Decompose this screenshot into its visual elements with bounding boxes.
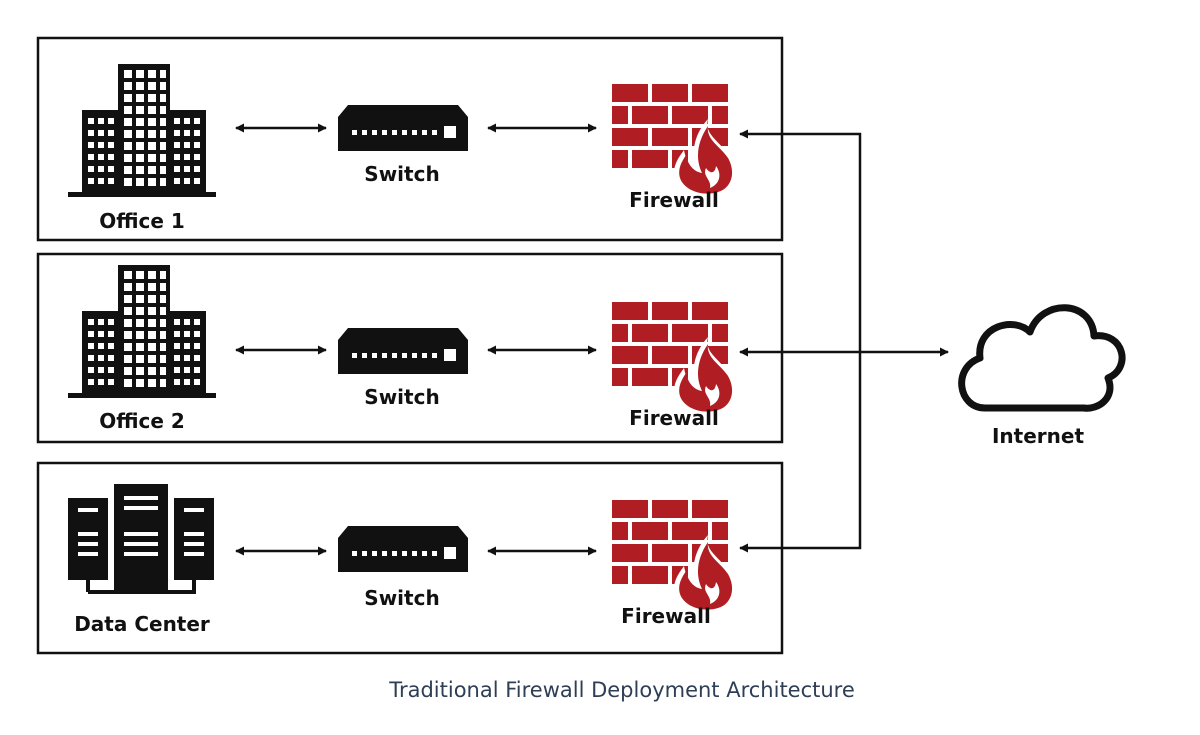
firewall-icon (612, 500, 736, 616)
link-firewall-3-to-internet (739, 352, 862, 553)
site-label-data-center: Data Center (74, 612, 210, 636)
firewall-label: Firewall (629, 188, 719, 212)
firewall-label: Firewall (629, 406, 719, 430)
site-box-data-center (36, 461, 784, 655)
site-label-office-2: Office 2 (99, 409, 185, 433)
switch-label: Switch (364, 162, 440, 186)
office-building-icon (68, 265, 216, 398)
internet-label: Internet (991, 424, 1085, 448)
switch-label: Switch (364, 586, 440, 610)
firewall-icon (612, 302, 736, 418)
server-rack-icon (68, 484, 214, 594)
switch-label: Switch (364, 385, 440, 409)
firewall-icon (612, 84, 736, 200)
switch-icon (338, 328, 468, 374)
office-building-icon (68, 64, 216, 197)
cloud-icon (958, 304, 1126, 412)
switch-icon (338, 526, 468, 572)
switch-icon (338, 105, 468, 151)
link-firewall-1-to-internet (739, 129, 862, 352)
site-label-office-1: Office 1 (99, 209, 185, 233)
firewall-label: Firewall (621, 604, 711, 628)
site-box-office-1 (36, 36, 784, 242)
diagram-caption: Traditional Firewall Deployment Architec… (389, 678, 855, 702)
